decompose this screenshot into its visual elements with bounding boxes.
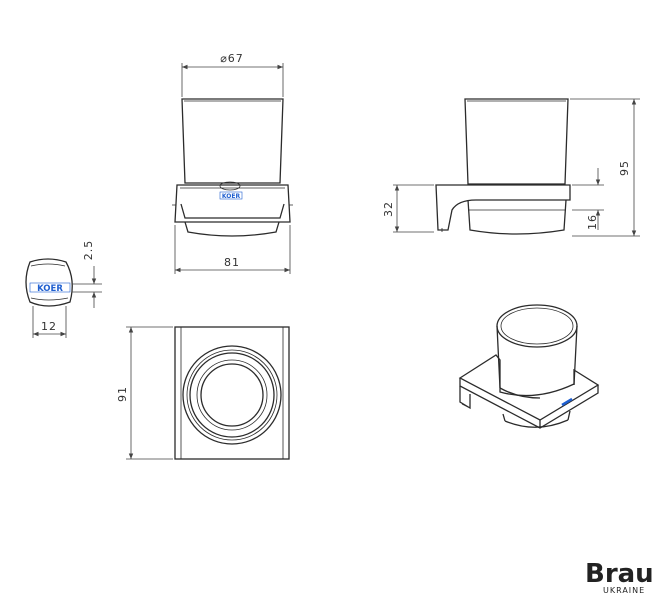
dim-width: 81: [224, 256, 240, 269]
watermark-sub: UKRAINE: [603, 586, 646, 595]
side-view: 32 16 95: [382, 98, 640, 237]
watermark-brand: Brauni: [585, 559, 653, 589]
dim-height-side: 32: [382, 201, 395, 217]
logo-text-front: KOER: [222, 193, 241, 200]
dim-total-height: 95: [618, 160, 631, 176]
front-view: KOER ⌀67 81: [172, 52, 293, 274]
logo-detail: KOER 2.5 12: [25, 240, 102, 338]
dim-depth-side: 16: [586, 214, 599, 230]
dim-plan-size: 91: [116, 386, 129, 402]
logo-text-detail: KOER: [37, 284, 63, 294]
logo-front: KOER: [219, 191, 243, 200]
plan-view: 91: [116, 326, 290, 460]
watermark: Brauni UKRAINE: [585, 560, 653, 598]
dim-diameter: ⌀67: [220, 52, 244, 65]
dim-logo-width: 12: [41, 320, 57, 333]
isometric-view: [458, 304, 600, 429]
dim-logo-thickness: 2.5: [82, 240, 95, 261]
